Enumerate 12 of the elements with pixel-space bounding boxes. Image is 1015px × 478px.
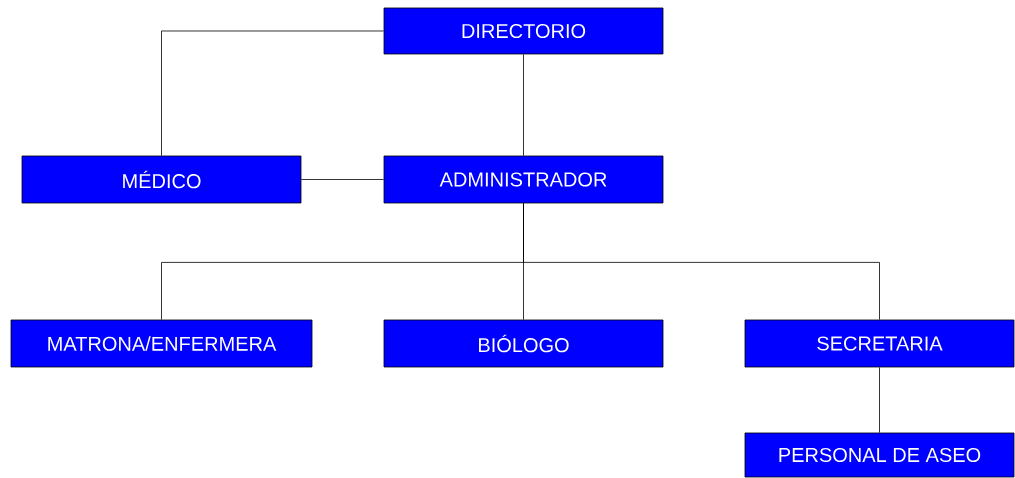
- connector-line: [161, 30, 384, 156]
- org-box: BIÓLOGO: [383, 319, 664, 368]
- connector-line: [523, 203, 880, 320]
- org-box: DIRECTORIO: [383, 7, 664, 55]
- org-box: SECRETARIA: [744, 319, 1015, 368]
- connector-line: [301, 179, 384, 180]
- connector-line: [879, 367, 880, 433]
- org-box: PERSONAL DE ASEO: [744, 432, 1015, 478]
- org-box: ADMINISTRADOR: [383, 155, 664, 204]
- org-box: MATRONA/ENFERMERA: [10, 319, 313, 368]
- connector-line: [523, 54, 524, 156]
- org-box: MÉDICO: [21, 155, 302, 204]
